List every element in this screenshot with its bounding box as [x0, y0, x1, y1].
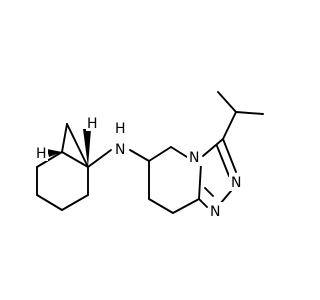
amine-hydrogen-label: H [115, 121, 126, 137]
stereo-hydrogen-lower-label: H [36, 146, 47, 162]
bond-isopropyl-stem [222, 111, 237, 140]
bridge-nitrogen-label: N [189, 150, 199, 166]
bond-t2-double [216, 145, 230, 177]
bicyclohexyl-fragment [36, 123, 91, 211]
bond-t1 [202, 138, 224, 157]
bond-c3-c4 [36, 194, 63, 211]
bond-c4-c5 [61, 194, 89, 211]
mask-amine-n [113, 140, 128, 158]
bond-c6-c1 [61, 151, 89, 168]
wedge-stereo-lower [47, 149, 62, 157]
bond-isopropyl-left [217, 91, 237, 113]
triazolopyridine-fragment [148, 91, 264, 214]
molecule-canvas: H N N N N H H [35, 91, 264, 220]
bond-ring-to-amine [87, 149, 112, 168]
bond-t4-double [204, 187, 214, 197]
stereo-hydrogen-upper-label: H [87, 116, 98, 132]
mask-bridge-n [187, 148, 202, 166]
bond-p3 [198, 163, 202, 200]
bond-isopropyl-right [235, 111, 264, 115]
bond-cyclopropane-1 [61, 123, 68, 153]
bond-amine-to-core [129, 149, 150, 162]
bond-p5 [148, 198, 174, 214]
bond-t4 [198, 198, 208, 208]
mask-stereo-h-lower [35, 145, 48, 161]
mask-triazole-n-upper [229, 173, 244, 191]
bond-t3 [219, 190, 232, 205]
bond-p1 [148, 146, 172, 162]
amine-nitrogen-label: N [115, 142, 125, 158]
bond-p4 [172, 198, 200, 214]
bond-t2 [222, 138, 237, 173]
bond-cyclopropane-2 [66, 123, 89, 168]
mask-triazole-n-lower [208, 202, 223, 220]
triazole-nitrogen-upper-label: N [231, 175, 241, 191]
molecule-structure: H N N N N H H [35, 91, 264, 220]
triazole-nitrogen-lower-label: N [210, 204, 220, 220]
wedge-stereo-upper [83, 129, 91, 167]
mask-stereo-h-upper [86, 115, 99, 131]
bond-p2 [170, 146, 188, 158]
bond-c1-c2 [36, 151, 63, 168]
mask-amine-h [113, 120, 128, 138]
